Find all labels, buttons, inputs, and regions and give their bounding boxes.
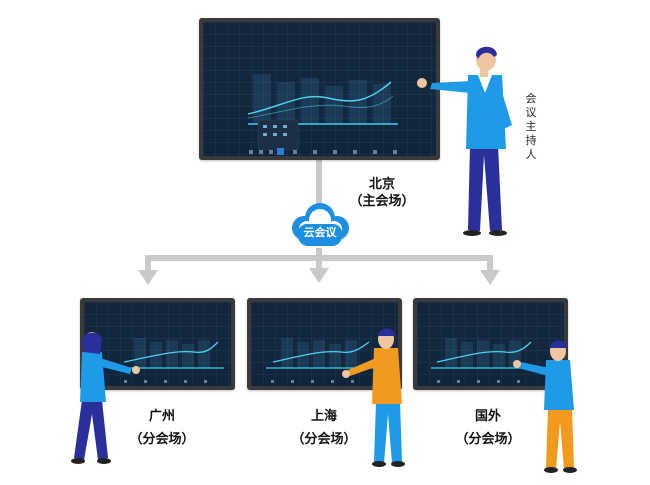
- main-site-role: （主会场）: [349, 194, 415, 209]
- shanghai-person-figure: [342, 328, 405, 467]
- shanghai-city: 上海: [310, 409, 337, 424]
- branch-line: [145, 255, 493, 278]
- main-display: [199, 18, 440, 160]
- arrow-center: [309, 268, 329, 283]
- guangzhou-role: （分会场）: [129, 432, 195, 447]
- guangzhou-display-screen: [84, 302, 231, 386]
- shanghai-display: [247, 298, 402, 390]
- main-display-screen: [203, 22, 436, 156]
- arrow-left: [138, 270, 158, 285]
- main-chart: [247, 74, 398, 155]
- guangzhou-display: [80, 298, 235, 390]
- main-site-city: 北京: [368, 177, 395, 192]
- overseas-display: [413, 298, 568, 390]
- guangzhou-city: 广州: [148, 409, 175, 424]
- cloud-icon: [292, 203, 349, 246]
- overseas-role: （分会场）: [455, 432, 521, 447]
- overseas-city: 国外: [474, 409, 501, 424]
- arrow-right: [480, 270, 500, 285]
- cloud-label: 云会议: [303, 226, 337, 239]
- overseas-person-figure: [513, 340, 577, 473]
- guangzhou-person-figure: [71, 332, 140, 464]
- shanghai-role: （分会场）: [291, 432, 357, 447]
- overseas-display-screen: [417, 302, 564, 386]
- host-person-figure: [417, 46, 512, 236]
- host-label: 会议主持人: [525, 92, 537, 161]
